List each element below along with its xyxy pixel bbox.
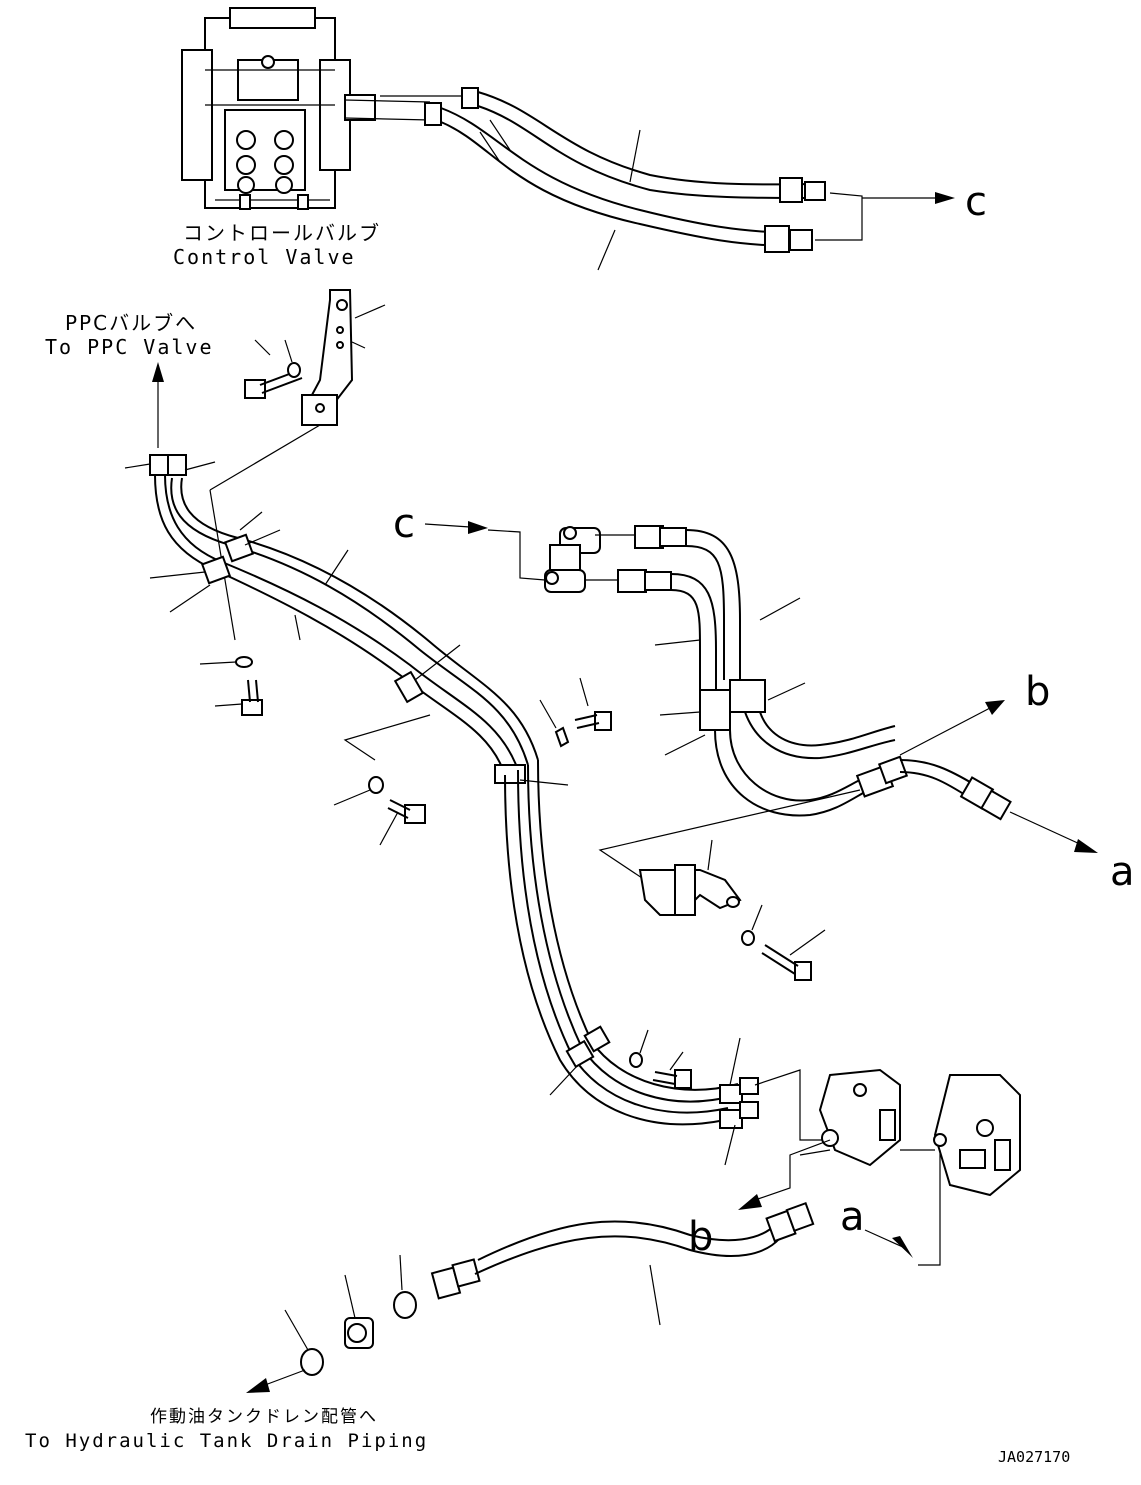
upper-bracket [209, 289, 386, 641]
lower-valve-blocks [738, 1068, 1021, 1266]
control-valve-label-en: Control Valve [173, 245, 356, 269]
control-valve-illustration [181, 7, 376, 210]
connection-b-right: b [1025, 669, 1050, 715]
ppc-arrow [152, 362, 164, 448]
control-valve-label-jp: コントロールバルブ [183, 221, 381, 245]
ppc-twin-hose [124, 454, 830, 1166]
connection-a-right: a [1110, 849, 1135, 895]
right-hoses [598, 525, 1098, 981]
control-valve-hoses [344, 87, 955, 271]
ppc-valve-label-jp: PPCバルブへ [65, 311, 197, 335]
tank-drain-label-jp: 作動油タンクドレン配管へ [150, 1407, 378, 1427]
connection-b-bottom: b [688, 1214, 713, 1260]
ppc-valve-label-en: To PPC Valve [45, 335, 214, 359]
tank-drain-label-en: To Hydraulic Tank Drain Piping [25, 1430, 428, 1452]
drain-hose [246, 1201, 815, 1393]
drawing-number: JA027170 [998, 1448, 1070, 1466]
c-junction [424, 521, 640, 593]
connection-c-middle: c [393, 501, 415, 547]
connection-a-bottom: a [840, 1194, 865, 1240]
connection-c-top: c [965, 179, 987, 225]
